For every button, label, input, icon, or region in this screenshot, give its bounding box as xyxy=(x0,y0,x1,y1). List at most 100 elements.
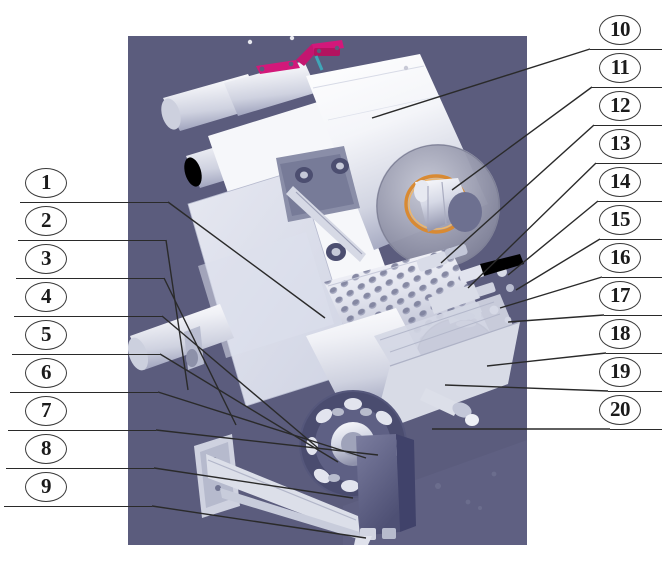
leader-line-19 xyxy=(444,384,609,392)
callout-rule-6 xyxy=(10,392,158,393)
callout-number-7: 7 xyxy=(41,398,52,422)
leader-line-16 xyxy=(499,276,603,309)
callout-5[interactable]: 5 xyxy=(25,320,69,362)
leader-line-9 xyxy=(151,505,367,539)
callout-rule-5 xyxy=(12,354,160,355)
callout-number-5: 5 xyxy=(41,322,52,346)
callout-number-8: 8 xyxy=(41,436,52,460)
callout-number-13: 13 xyxy=(610,131,631,155)
leader-line-4 xyxy=(161,315,319,449)
callout-circle-6 xyxy=(25,358,67,388)
leader-line-14 xyxy=(507,200,599,276)
callout-rule-13 xyxy=(596,163,662,164)
callout-11[interactable]: 11 xyxy=(599,53,643,95)
callout-number-3: 3 xyxy=(41,246,52,270)
callout-rule-16 xyxy=(602,277,662,278)
magenta-clamp-lever xyxy=(247,36,409,74)
callout-rule-15 xyxy=(600,239,662,240)
callout-rule-18 xyxy=(606,353,662,354)
shaft-handle-stub xyxy=(420,388,479,426)
leader-line-3 xyxy=(163,277,237,426)
callout-circle-1 xyxy=(25,168,67,198)
callout-rule-20 xyxy=(610,429,662,430)
callout-circle-7 xyxy=(25,396,67,426)
callout-17[interactable]: 17 xyxy=(599,281,643,323)
callout-2[interactable]: 2 xyxy=(25,206,69,248)
callout-12[interactable]: 12 xyxy=(599,91,643,133)
callout-20[interactable]: 20 xyxy=(599,395,643,437)
callout-number-16: 16 xyxy=(610,245,631,269)
callout-number-4: 4 xyxy=(41,284,52,308)
callout-circle-20 xyxy=(599,395,641,425)
callout-rule-17 xyxy=(604,315,662,316)
callout-6[interactable]: 6 xyxy=(25,358,69,400)
leader-line-2 xyxy=(165,239,189,391)
callout-rule-2 xyxy=(18,240,166,241)
roller-bracket xyxy=(276,146,366,262)
machine-illustration xyxy=(128,36,527,545)
callout-number-11: 11 xyxy=(610,55,630,79)
callout-7[interactable]: 7 xyxy=(25,396,69,438)
callout-19[interactable]: 19 xyxy=(599,357,643,399)
leader-line-18 xyxy=(486,352,607,367)
callout-number-2: 2 xyxy=(41,208,52,232)
callout-10[interactable]: 10 xyxy=(599,15,643,57)
motor-gearbox xyxy=(354,434,416,545)
floor-marks xyxy=(435,471,497,510)
callout-1[interactable]: 1 xyxy=(25,168,69,210)
callout-3[interactable]: 3 xyxy=(25,244,69,286)
callout-rule-3 xyxy=(16,278,164,279)
callout-number-12: 12 xyxy=(610,93,631,117)
callout-number-14: 14 xyxy=(610,169,631,193)
callout-9[interactable]: 9 xyxy=(25,472,69,514)
callout-number-1: 1 xyxy=(41,170,52,194)
callout-circle-19 xyxy=(599,357,641,387)
callout-8[interactable]: 8 xyxy=(25,434,69,476)
callout-18[interactable]: 18 xyxy=(599,319,643,361)
callout-rule-4 xyxy=(14,316,162,317)
callout-rule-19 xyxy=(608,391,662,392)
callout-rule-12 xyxy=(594,125,662,126)
fittings-cluster xyxy=(372,243,524,434)
callout-rule-1 xyxy=(20,202,168,203)
callout-rule-11 xyxy=(592,87,662,88)
callout-14[interactable]: 14 xyxy=(599,167,643,209)
leader-line-17 xyxy=(507,314,605,323)
callout-16[interactable]: 16 xyxy=(599,243,643,285)
leader-line-8 xyxy=(153,467,354,499)
callout-4[interactable]: 4 xyxy=(25,282,69,324)
callout-circle-3 xyxy=(25,244,67,274)
callout-15[interactable]: 15 xyxy=(599,205,643,247)
callout-rule-14 xyxy=(598,201,662,202)
callout-rule-9 xyxy=(4,506,152,507)
callout-circle-10 xyxy=(599,15,641,45)
callout-circle-14 xyxy=(599,167,641,197)
base-frame xyxy=(194,434,368,542)
leader-line-11 xyxy=(451,86,593,191)
callout-number-17: 17 xyxy=(610,283,631,307)
callout-number-15: 15 xyxy=(610,207,631,231)
callout-rule-8 xyxy=(6,468,154,469)
callout-circle-4 xyxy=(25,282,67,312)
leader-line-12 xyxy=(440,124,595,264)
callout-rule-10 xyxy=(590,49,662,50)
idler-roller-upper-2 xyxy=(224,61,318,116)
callout-circle-15 xyxy=(599,205,641,235)
leader-line-5 xyxy=(159,353,339,463)
callout-circle-13 xyxy=(599,129,641,159)
callout-circle-11 xyxy=(599,53,641,83)
callout-circle-18 xyxy=(599,319,641,349)
leader-line-6 xyxy=(157,391,367,459)
callout-rule-7 xyxy=(8,430,156,431)
callout-circle-17 xyxy=(599,281,641,311)
callout-number-20: 20 xyxy=(610,397,631,421)
callout-circle-9 xyxy=(25,472,67,502)
callout-number-9: 9 xyxy=(41,474,52,498)
callout-13[interactable]: 13 xyxy=(599,129,643,171)
callout-circle-5 xyxy=(25,320,67,350)
roll-hub xyxy=(414,178,482,232)
callout-number-18: 18 xyxy=(610,321,631,345)
leader-line-1 xyxy=(167,201,326,319)
